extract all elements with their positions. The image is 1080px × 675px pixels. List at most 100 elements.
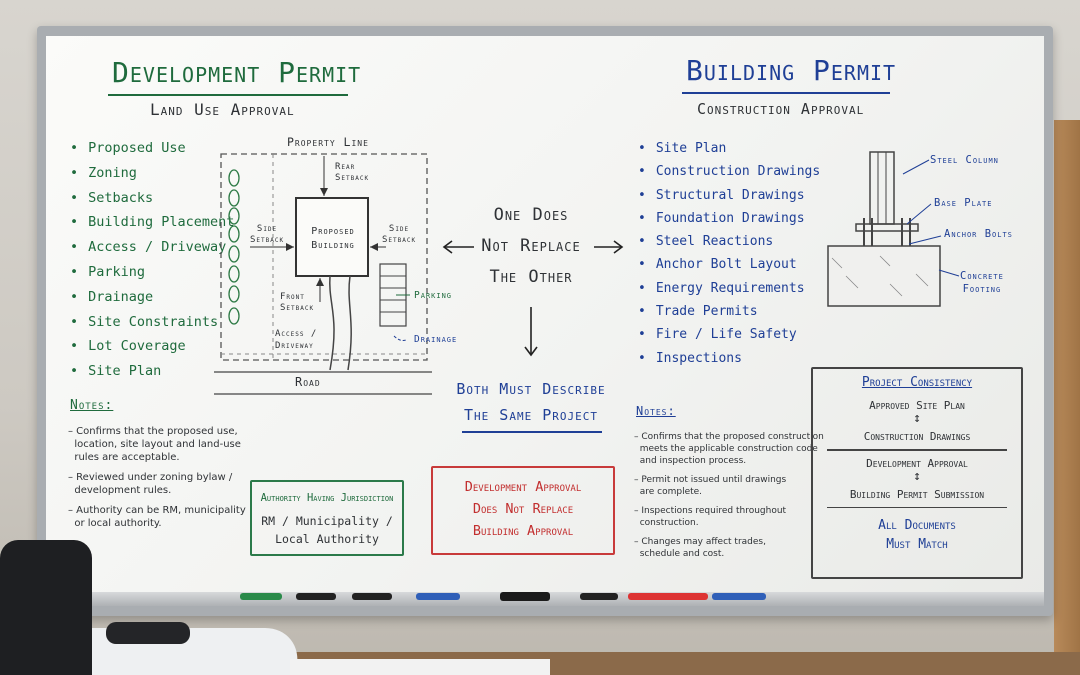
tree-icon [228,245,240,263]
both-underline [462,431,602,433]
blue-marker[interactable] [416,593,460,600]
road-label: Road [295,375,321,389]
leader-line [908,235,942,245]
arrowhead [442,240,453,254]
arrowhead [370,243,378,251]
tree-icon [228,207,240,225]
paper-sheet [290,659,550,675]
tree-icon [228,265,240,283]
eraser[interactable] [500,592,550,601]
list-item: Foundation Drawings [638,207,820,230]
arrowhead [316,278,324,286]
list-item: Lot Coverage [70,334,234,359]
note-item: – Changes may affect trades, schedule an… [634,537,766,559]
note-item: – Inspections required throughout constr… [634,506,787,528]
divider [827,506,1007,508]
center-arrows [442,240,624,357]
list-item: Proposed Use [70,136,234,161]
parking-label: Parking [414,290,453,301]
consistency-title: Project Consistency [861,375,973,390]
leader-line [938,269,960,277]
list-item: Setbacks [70,186,234,211]
driveway-edge [329,275,335,371]
tree-icon [228,169,240,187]
anchor-bolts-label: Anchor Bolts [944,228,1013,240]
tree-icon [228,225,240,243]
wood-panel [1054,120,1080,675]
list-item: Construction Drawings [638,160,820,183]
drainage-arrow [393,335,407,341]
note-item: – Confirms that the proposed constructio… [634,432,824,466]
list-item: Drainage [70,285,234,310]
hatch [879,255,891,267]
proposed-building-box [295,197,369,277]
arrowhead [613,240,624,254]
steel-column-detail [827,151,941,307]
list-item: Energy Requirements [638,277,820,300]
tree-icon [228,307,240,325]
site-plan-diagram [214,153,432,395]
access-driveway-label: Access /Driveway [275,329,318,351]
black-marker[interactable] [296,593,336,600]
leader-line [906,203,932,225]
building-notes-list: – Confirms that the proposed constructio… [634,431,824,567]
blue-marker[interactable] [712,593,766,600]
list-item: Fire / Life Safety [638,323,820,346]
list-item: Building Placement [70,210,234,235]
property-line-label: Property Line [287,135,369,149]
hatch [845,275,859,289]
list-item: Site Plan [638,137,820,160]
red-marker[interactable] [628,593,708,600]
tree-icon [228,189,240,207]
office-chair [0,540,92,675]
pair2-top: Development Approval [866,456,968,470]
driveway-edge [347,275,352,371]
drainage-label: Drainage [414,334,458,345]
building-title-underline [682,92,890,94]
building-permit-subtitle: Construction Approval [697,100,865,118]
authority-title: Authority Having Jurisdiction [260,492,394,504]
authority-lines: RM / Municipality /Local Authority [261,514,393,546]
hatch [831,257,843,269]
list-item: Site Constraints [70,310,234,335]
note-item: – Reviewed under zoning bylaw / developm… [68,472,233,496]
list-item: Trade Permits [638,300,820,323]
list-item: Zoning [70,161,234,186]
building-permit-title: Building Permit [686,54,897,87]
authority-box: Authority Having Jurisdiction RM / Munic… [250,480,404,556]
pair1-top: Approved Site Plan [869,399,965,412]
black-marker[interactable] [352,593,392,600]
note-item: – Authority can be RM, municipality or l… [68,505,246,529]
building-notes-heading: Notes: [636,404,676,418]
base-plate-label: Base Plate [934,197,993,209]
list-item: Anchor Bolt Layout [638,253,820,276]
double-arrow-icon: ↕ [913,411,921,426]
hatch [889,283,903,297]
divider [827,449,1007,451]
note-item: – Confirms that the proposed use, locati… [68,426,241,463]
tree-icon [228,285,240,303]
arrowhead [524,346,538,357]
black-marker[interactable] [580,593,618,600]
green-marker[interactable] [240,593,282,600]
arrowhead [286,243,294,251]
steel-column-label: Steel Column [930,154,999,166]
double-arrow-icon: ↕ [913,468,921,484]
dev-notes-heading: Notes: [70,398,114,413]
dev-permit-subtitle: Land Use Approval [150,100,295,119]
property-line-boundary [220,153,428,361]
list-item: Parking [70,260,234,285]
leader-line [902,159,930,175]
